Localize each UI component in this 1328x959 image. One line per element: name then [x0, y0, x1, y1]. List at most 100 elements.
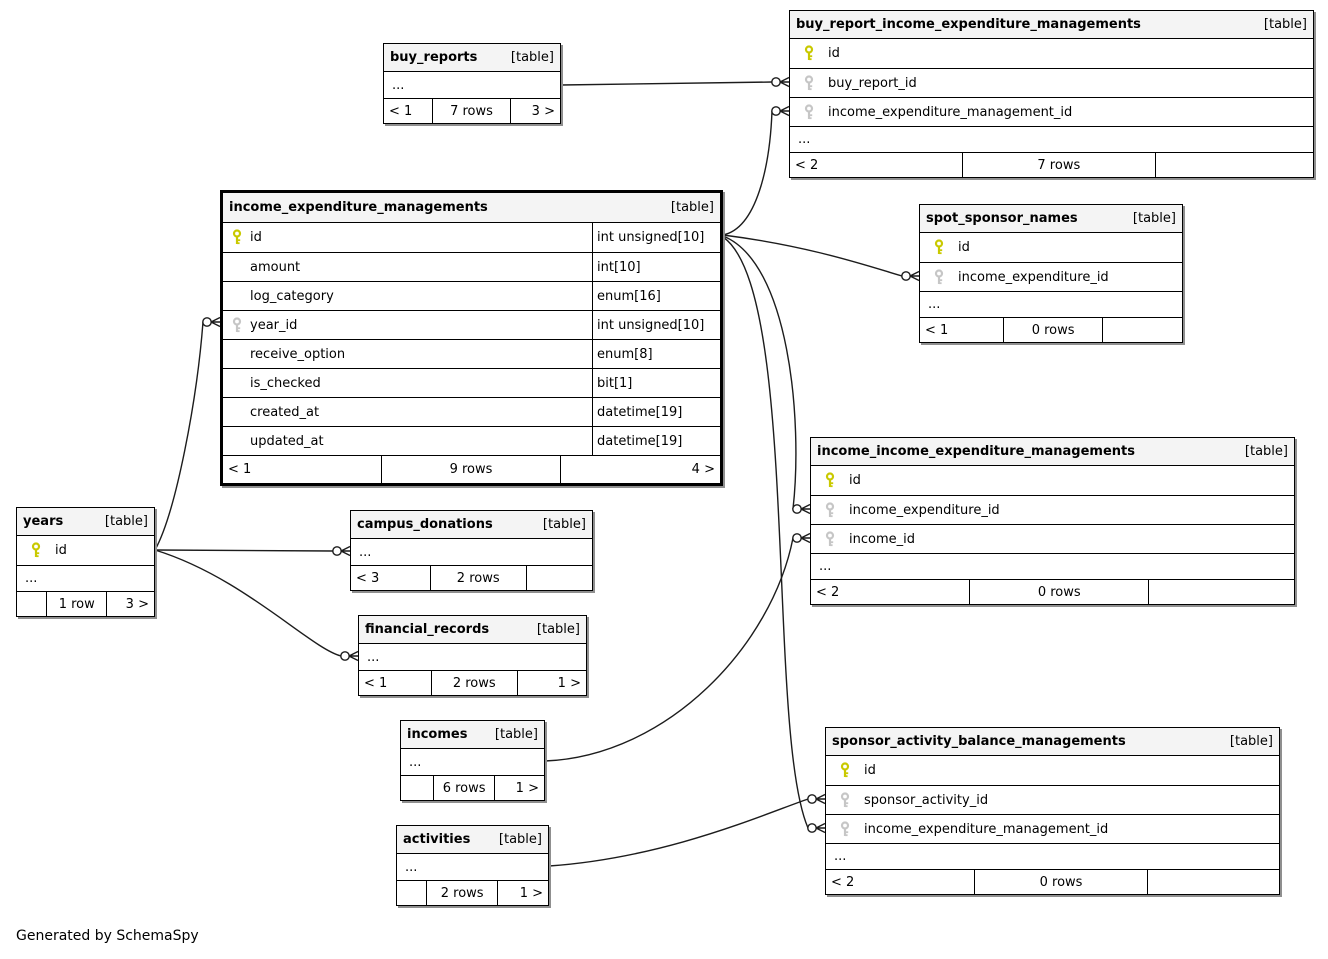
table-type-tag: [table]: [542, 517, 586, 532]
table-header-years: years [table]: [17, 508, 154, 536]
table-title[interactable]: income_expenditure_managements: [229, 200, 488, 215]
column-name: income_expenditure_id: [958, 269, 1109, 285]
table-type-tag: [table]: [1263, 17, 1307, 32]
table-type-tag: [table]: [536, 622, 580, 637]
table-spot_sponsor_names: spot_sponsor_names [table] id income_expend…: [919, 204, 1183, 343]
column-name: income_expenditure_management_id: [864, 821, 1109, 837]
fk-arrow-marker: [339, 545, 351, 557]
column-type: int unsigned[10]: [592, 223, 720, 252]
row-count: 7 rows: [433, 99, 511, 123]
column-row-buy_report_id: buy_report_id: [790, 68, 1313, 97]
related-count-right: 4 >: [691, 462, 715, 477]
primary-key-icon: [834, 762, 856, 779]
foreign-key-icon: [798, 103, 820, 121]
relationship-years-id--financial_records: [154, 549, 359, 662]
table-title[interactable]: buy_reports: [390, 50, 478, 65]
column-row-created_at: created_at datetime[19]: [223, 397, 720, 426]
fk-circle-marker: [807, 823, 817, 833]
row-count: 0 rows: [970, 580, 1150, 604]
table-title[interactable]: sponsor_activity_balance_managements: [832, 734, 1126, 749]
fk-arrow-marker: [778, 76, 790, 88]
relationship-income_expenditure_managements-id--spot_sponsor_names-income_expenditure_id: [722, 234, 920, 282]
foreign-key-icon: [928, 268, 950, 286]
row-count: 0 rows: [975, 870, 1148, 894]
foreign-key-icon: [834, 820, 856, 838]
fk-circle-marker: [901, 271, 911, 281]
related-count-right: 1 >: [557, 675, 581, 691]
relationship-years-id--income_expenditure_managements-year_id: [154, 316, 221, 551]
table-income_income_expenditure_managements: income_income_expenditure_managements[ta…: [810, 437, 1295, 605]
foreign-key-icon: [819, 530, 841, 548]
related-count-left: < 2: [826, 870, 976, 894]
table-type-tag: [table]: [1132, 211, 1176, 226]
column-name: created_at: [250, 404, 320, 420]
column-type: int[10]: [592, 253, 720, 281]
column-row-id: id: [826, 756, 1279, 785]
related-count-left: < 1: [920, 318, 1004, 342]
table-header-sponsor_activity_balance_managements: sponsor_activity_balance_managements[tab…: [826, 728, 1279, 756]
table-title[interactable]: years: [23, 514, 64, 529]
hidden-columns-ellipsis: ...: [826, 843, 1279, 869]
related-count-left: < 2: [811, 580, 971, 604]
column-name: id: [958, 240, 970, 255]
column-row-id: id: [790, 39, 1313, 68]
row-count: 9 rows: [382, 456, 561, 483]
related-count-right: [1103, 318, 1182, 342]
table-title[interactable]: buy_report_income_expenditure_management…: [796, 17, 1141, 32]
related-count-left: < 2: [790, 153, 963, 177]
column-name: is_checked: [250, 375, 321, 391]
fk-arrow-marker: [347, 650, 359, 662]
table-title[interactable]: incomes: [407, 727, 468, 742]
table-header-buy_report_income_expenditure_managements: buy_report_income_expenditure_management…: [790, 11, 1313, 39]
related-count-left: [401, 776, 434, 800]
column-name: buy_report_id: [828, 75, 917, 91]
table-header-campus_donations: campus_donations [table]: [351, 511, 592, 539]
table-title[interactable]: income_income_expenditure_managements: [817, 444, 1135, 459]
table-title[interactable]: spot_sponsor_names: [926, 211, 1078, 226]
table-title[interactable]: campus_donations: [357, 517, 493, 532]
column-row-income_expenditure_id: income_expenditure_id: [811, 495, 1294, 524]
fk-arrow-marker: [814, 793, 826, 805]
table-type-tag: [table]: [510, 50, 554, 65]
column-name: year_id: [250, 317, 298, 333]
foreign-key-icon: [798, 74, 820, 92]
fk-circle-marker: [792, 504, 802, 514]
fk-arrow-marker: [799, 503, 811, 515]
fk-circle-marker: [771, 77, 781, 87]
column-name: id: [250, 230, 262, 245]
table-title[interactable]: activities: [403, 832, 471, 847]
column-row-id: id: [920, 233, 1182, 262]
column-name: income_expenditure_management_id: [828, 104, 1073, 120]
hidden-columns-ellipsis: ...: [367, 649, 380, 665]
column-type: datetime[19]: [592, 398, 720, 426]
column-name: income_expenditure_id: [849, 502, 1000, 518]
relationship-buy_reports--buy_report_income_expenditure_managements-buy_report_id: [560, 76, 790, 88]
table-title[interactable]: financial_records: [365, 622, 490, 637]
table-type-tag: [table]: [494, 727, 538, 742]
related-count-right: 1 >: [515, 780, 539, 796]
column-name: id: [864, 763, 876, 778]
related-count-right: [527, 566, 592, 590]
hidden-columns-ellipsis: ...: [17, 565, 154, 591]
column-name: income_id: [849, 531, 915, 547]
primary-key-icon: [928, 239, 950, 256]
table-type-tag: [table]: [104, 514, 148, 529]
column-name: id: [849, 473, 861, 488]
primary-key-icon: [819, 472, 841, 489]
table-type-tag: [table]: [498, 832, 542, 847]
fk-arrow-marker: [778, 105, 790, 117]
hidden-columns-ellipsis: ...: [811, 553, 1294, 579]
fk-arrow-marker: [908, 270, 920, 282]
